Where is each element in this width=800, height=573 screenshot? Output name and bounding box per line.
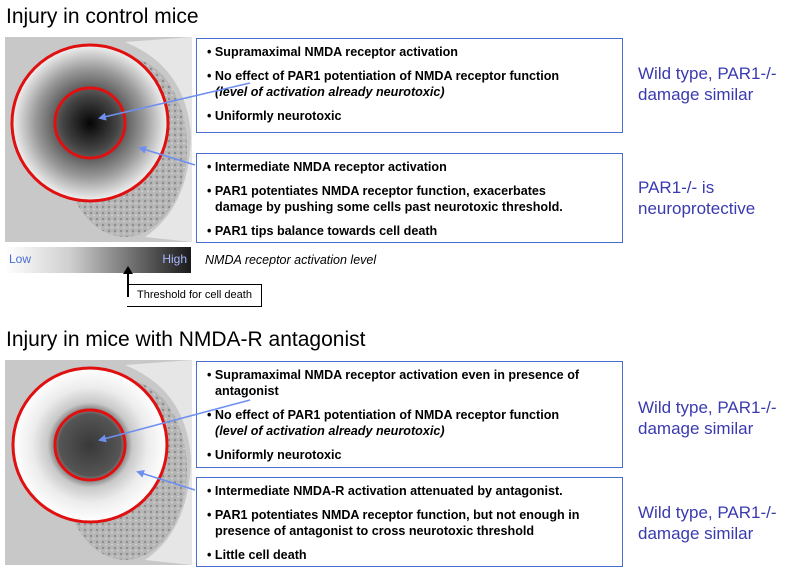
item-line-italic: (level of activation already neurotoxic) xyxy=(215,85,445,99)
list-item: • Intermediate NMDA receptor activation xyxy=(207,160,447,174)
outcome-line: Wild type, PAR1-/- xyxy=(638,398,777,417)
threshold-marker-line xyxy=(127,270,129,297)
arrow-to-outer-zone xyxy=(138,145,196,166)
scale-axis-label: NMDA receptor activation level xyxy=(205,253,377,267)
item-line: antagonist xyxy=(215,384,279,398)
inner-ring xyxy=(53,86,127,160)
outcome-line: Wild type, PAR1-/- xyxy=(638,64,777,83)
arrow-to-inner-core xyxy=(98,399,251,443)
outcome-text: Wild type, PAR1-/- damage similar xyxy=(638,502,777,544)
outcome-line: damage similar xyxy=(638,524,754,543)
outcome-line: damage similar xyxy=(638,85,754,104)
outcome-line: PAR1-/- is xyxy=(638,178,715,197)
outer-ring xyxy=(10,43,170,203)
outcome-line: damage similar xyxy=(638,419,754,438)
list-item: • PAR1 potentiates NMDA receptor functio… xyxy=(207,183,616,215)
section-title-control: Injury in control mice xyxy=(6,5,199,28)
outcome-line: Wild type, PAR1-/- xyxy=(638,503,777,522)
item-line: presence of antagonist to cross neurotox… xyxy=(215,524,535,538)
info-box-supramaximal: • Supramaximal NMDA receptor activation … xyxy=(196,38,623,133)
arrow-to-inner-core xyxy=(98,82,251,121)
brain-slice-image-control xyxy=(5,37,192,242)
list-item: • Uniformly neurotoxic xyxy=(207,109,342,123)
threshold-arrow-icon xyxy=(123,266,133,274)
list-item: • Uniformly neurotoxic xyxy=(207,448,342,462)
info-box-intermediate: • Intermediate NMDA-R activation attenua… xyxy=(196,477,623,567)
outcome-text: Wild type, PAR1-/- damage similar xyxy=(638,63,777,105)
list-item: • Little cell death xyxy=(207,548,307,562)
arrow-to-outer-zone xyxy=(136,469,196,491)
outer-ring xyxy=(11,366,169,524)
item-line: damage by pushing some cells past neurot… xyxy=(215,200,563,214)
item-line-italic: (level of activation already neurotoxic) xyxy=(215,424,445,438)
injury-core-outer-zone xyxy=(12,45,168,201)
list-item: • Supramaximal NMDA receptor activation xyxy=(207,45,458,59)
list-item: • Supramaximal NMDA receptor activation … xyxy=(207,367,616,399)
injury-core-outer-zone xyxy=(13,368,167,522)
scale-low-label: Low xyxy=(9,252,32,266)
threshold-label: Threshold for cell death xyxy=(127,284,262,307)
item-line: • No effect of PAR1 potentiation of NMDA… xyxy=(207,69,560,83)
outcome-text: PAR1-/- is neuroprotective xyxy=(638,177,755,219)
outcome-line: neuroprotective xyxy=(638,199,756,218)
item-line: • PAR1 potentiates NMDA receptor functio… xyxy=(207,508,580,522)
list-item: • PAR1 tips balance towards cell death xyxy=(207,224,438,238)
section-title-antagonist: Injury in mice with NMDA-R antagonist xyxy=(6,328,366,351)
item-line: • No effect of PAR1 potentiation of NMDA… xyxy=(207,408,560,422)
activation-scale-bar: Low High xyxy=(5,247,191,273)
inner-ring xyxy=(53,408,127,482)
scale-high-label: High xyxy=(162,252,187,266)
item-line: • Supramaximal NMDA receptor activation … xyxy=(207,368,580,382)
list-item: • No effect of PAR1 potentiation of NMDA… xyxy=(207,407,616,439)
info-box-intermediate: • Intermediate NMDA receptor activation … xyxy=(196,153,623,243)
item-line: • PAR1 potentiates NMDA receptor functio… xyxy=(207,184,546,198)
info-box-supramaximal: • Supramaximal NMDA receptor activation … xyxy=(196,361,623,468)
list-item: • PAR1 potentiates NMDA receptor functio… xyxy=(207,507,616,539)
outcome-text: Wild type, PAR1-/- damage similar xyxy=(638,397,777,439)
list-item: • No effect of PAR1 potentiation of NMDA… xyxy=(207,68,616,100)
list-item: • Intermediate NMDA-R activation attenua… xyxy=(207,484,563,498)
